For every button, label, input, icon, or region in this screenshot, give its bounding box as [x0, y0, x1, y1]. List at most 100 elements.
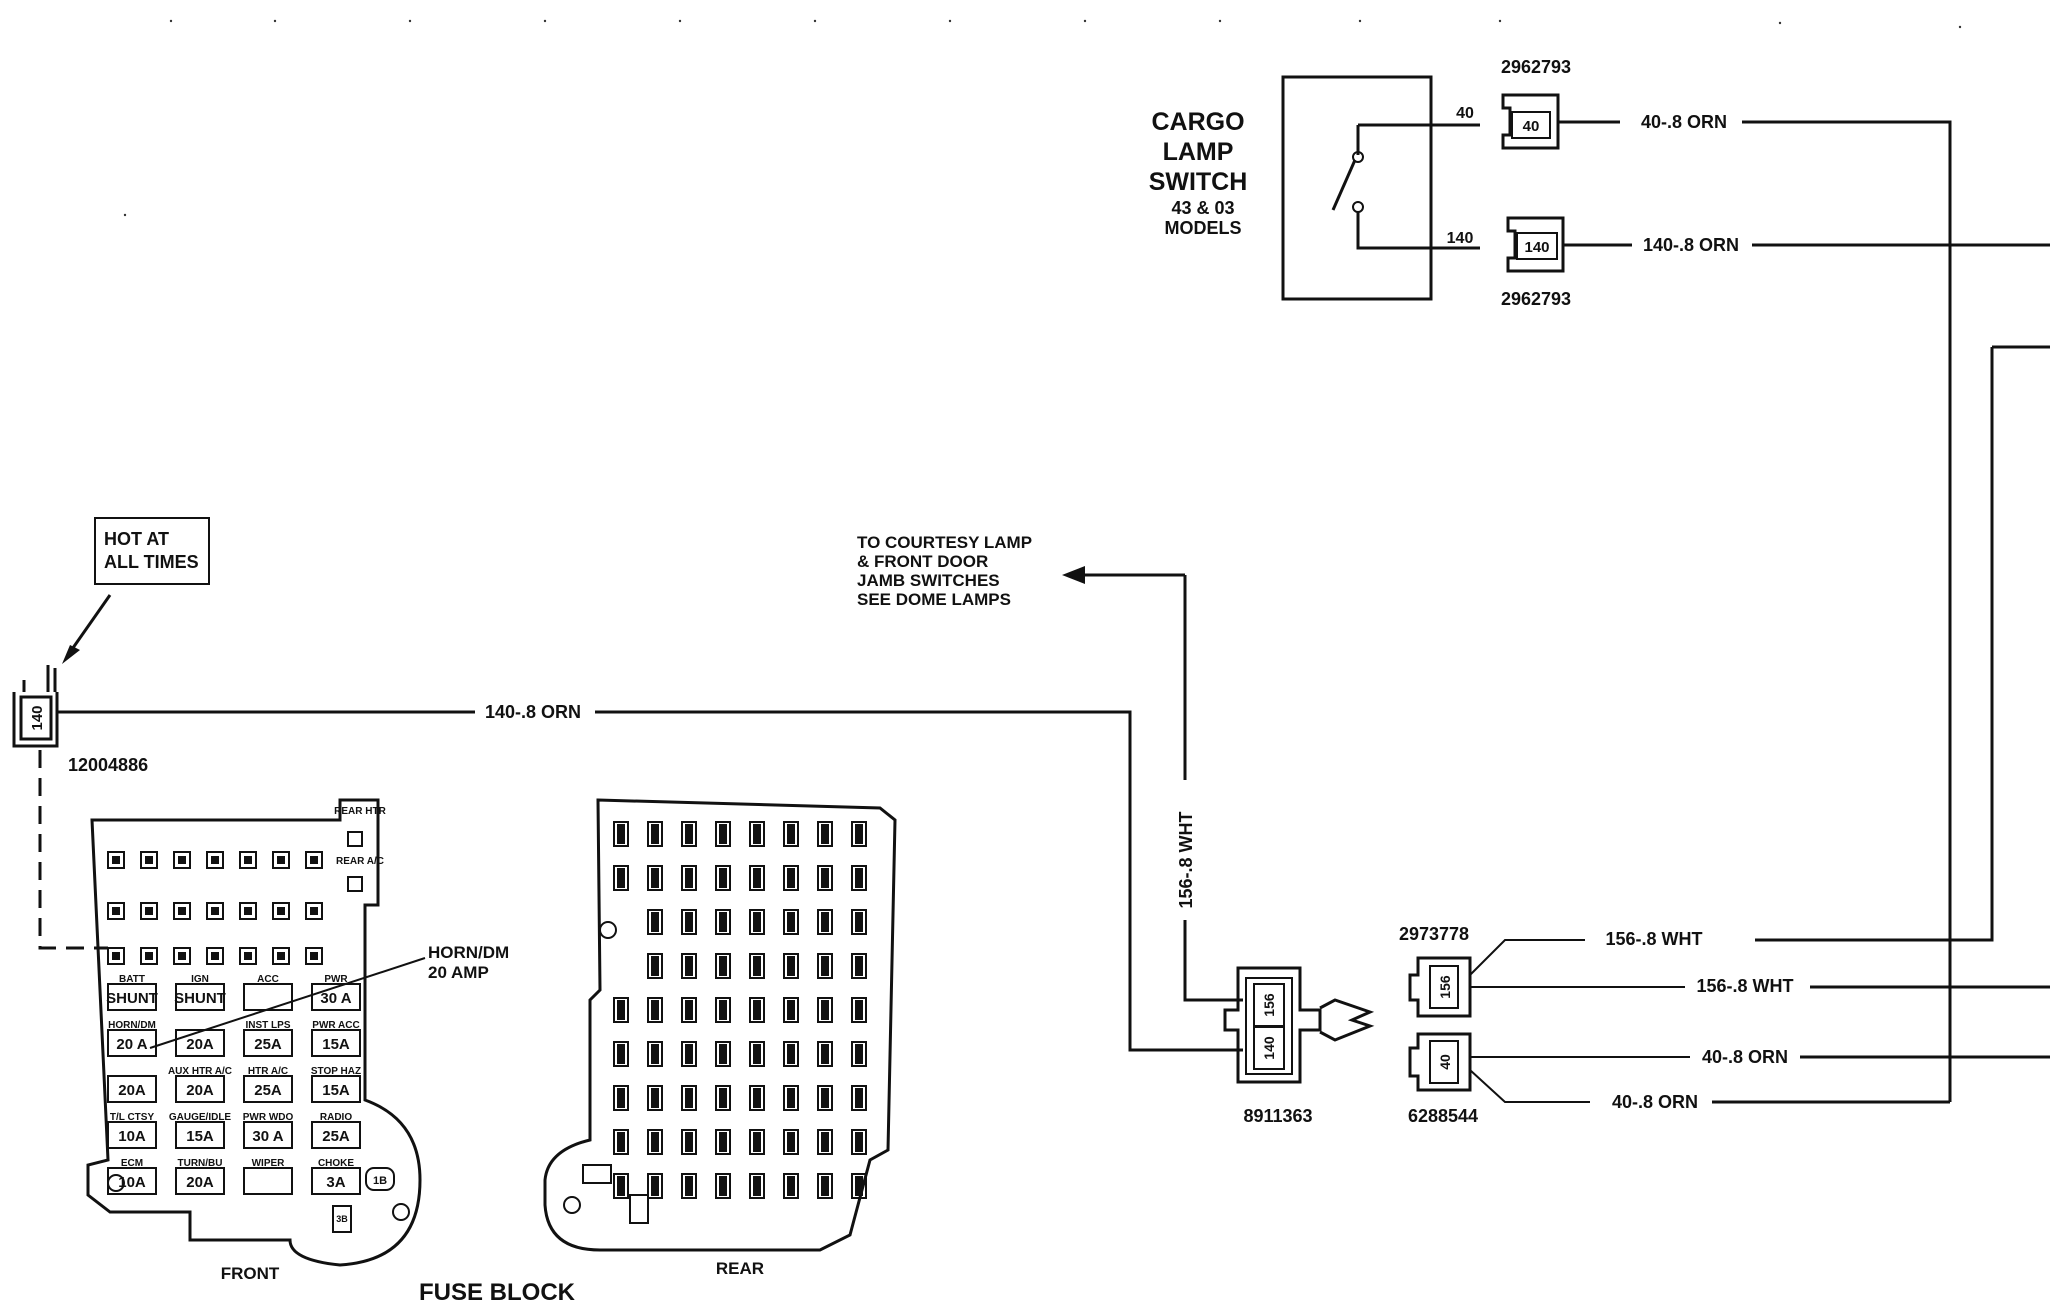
wire-label-156-wht-r2: 156-.8 WHT: [1696, 976, 1793, 996]
rear-slot-fill: [821, 912, 829, 932]
cargo-switch-title-3: SWITCH: [1149, 168, 1248, 196]
fuse-value: 30 A: [252, 1128, 283, 1145]
fuse-body: [243, 1029, 293, 1057]
rear-slot-fill: [651, 824, 659, 844]
connector-right-lower-pin: 40: [1437, 1054, 1453, 1070]
rear-slot: [681, 909, 697, 935]
fuse-value: 30 A: [320, 990, 351, 1007]
rear-slot: [749, 1041, 765, 1067]
fuse-value: 25A: [254, 1082, 282, 1099]
fuse-value: 20A: [186, 1174, 214, 1191]
rear-slot-fill: [719, 1176, 727, 1196]
cargo-switch-sub-2: MODELS: [1164, 218, 1241, 238]
front-block-outline: [86, 798, 422, 1267]
fuse-value: SHUNT: [106, 990, 158, 1007]
front-label: FRONT: [221, 1264, 280, 1283]
rear-slot: [613, 1129, 629, 1155]
rear-slot: [783, 1173, 799, 1199]
rear-slot: [851, 953, 867, 979]
rear-slot-fill: [821, 956, 829, 976]
svg-text:3B: 3B: [336, 1214, 348, 1224]
rear-slot: [681, 1085, 697, 1111]
relay-square: [107, 902, 125, 920]
fuse-value: 10A: [118, 1128, 146, 1145]
rear-slot: [851, 821, 867, 847]
switch-contact-lower: [1352, 201, 1364, 213]
rear-label: REAR: [716, 1259, 764, 1278]
rear-slot: [817, 1129, 833, 1155]
fuse-body: [243, 1121, 293, 1149]
rear-slot-fill: [617, 824, 625, 844]
relay-square-core: [310, 952, 318, 960]
rear-slot: [749, 953, 765, 979]
rear-slot: [647, 997, 663, 1023]
relay-square: [239, 947, 257, 965]
relay-square: [173, 947, 191, 965]
rear-slot-fill: [821, 1176, 829, 1196]
rear-slot-fill: [821, 1044, 829, 1064]
rear-slot-fill: [685, 1044, 693, 1064]
courtesy-note: TO COURTESY LAMP & FRONT DOOR JAMB SWITC…: [857, 533, 1243, 1002]
rear-slot-fill: [651, 1132, 659, 1152]
rear-slot-fill: [719, 1000, 727, 1020]
rear-slot-fill: [753, 1176, 761, 1196]
connector-top: [1501, 93, 1560, 150]
relay-square-core: [112, 907, 120, 915]
fuse-body: [107, 1029, 157, 1057]
rear-slot: [647, 1173, 663, 1199]
relay-square: [305, 851, 323, 869]
rear-slot-fill: [821, 1132, 829, 1152]
rear-slot-fill: [753, 868, 761, 888]
relay-square-core: [211, 907, 219, 915]
relay-square: [305, 902, 323, 920]
rear-slot: [715, 1129, 731, 1155]
connector-part-hot: 12004886: [68, 755, 148, 775]
relay-square-core: [178, 856, 186, 864]
rear-slot-fill: [685, 824, 693, 844]
rear-slot-fill: [753, 1044, 761, 1064]
rear-slot-fill: [651, 912, 659, 932]
connector-part-right-lower: 6288544: [1408, 1106, 1478, 1126]
fuse-value: 20A: [186, 1082, 214, 1099]
fuse-body: [107, 1121, 157, 1149]
rear-slot: [749, 1173, 765, 1199]
connector-part-bottom: 2962793: [1501, 289, 1571, 309]
rear-slot: [749, 997, 765, 1023]
fuse-block-title: FUSE BLOCK: [419, 1279, 576, 1306]
rear-slot: [783, 865, 799, 891]
relay-square-core: [211, 856, 219, 864]
switch-contact-upper: [1352, 151, 1364, 163]
connector-latch: [1319, 998, 1375, 1042]
rear-slot: [613, 1173, 629, 1199]
fuse: WIPER: [243, 1158, 293, 1195]
rear-slot: [647, 909, 663, 935]
rear-slot: [647, 1041, 663, 1067]
rear-slot: [715, 997, 731, 1023]
rear-slot-fill: [787, 868, 795, 888]
rear-slot-fill: [719, 912, 727, 932]
rear-slot: [715, 865, 731, 891]
rear-slot: [851, 1129, 867, 1155]
relay-square-core: [112, 856, 120, 864]
rear-slot: [681, 997, 697, 1023]
relay-square: [272, 902, 290, 920]
horn-note-2: 20 AMP: [428, 963, 489, 982]
relay-square-core: [145, 907, 153, 915]
rear-slot: [783, 821, 799, 847]
fuse-body: [175, 1029, 225, 1057]
relay-square-core: [277, 952, 285, 960]
relay-square-core: [277, 907, 285, 915]
rear-slot: [647, 1129, 663, 1155]
courtesy-3: JAMB SWITCHES: [857, 571, 1000, 590]
relay-square: [107, 851, 125, 869]
relay-square: [239, 902, 257, 920]
fuse-value: 25A: [254, 1036, 282, 1053]
relay-square: [140, 947, 158, 965]
